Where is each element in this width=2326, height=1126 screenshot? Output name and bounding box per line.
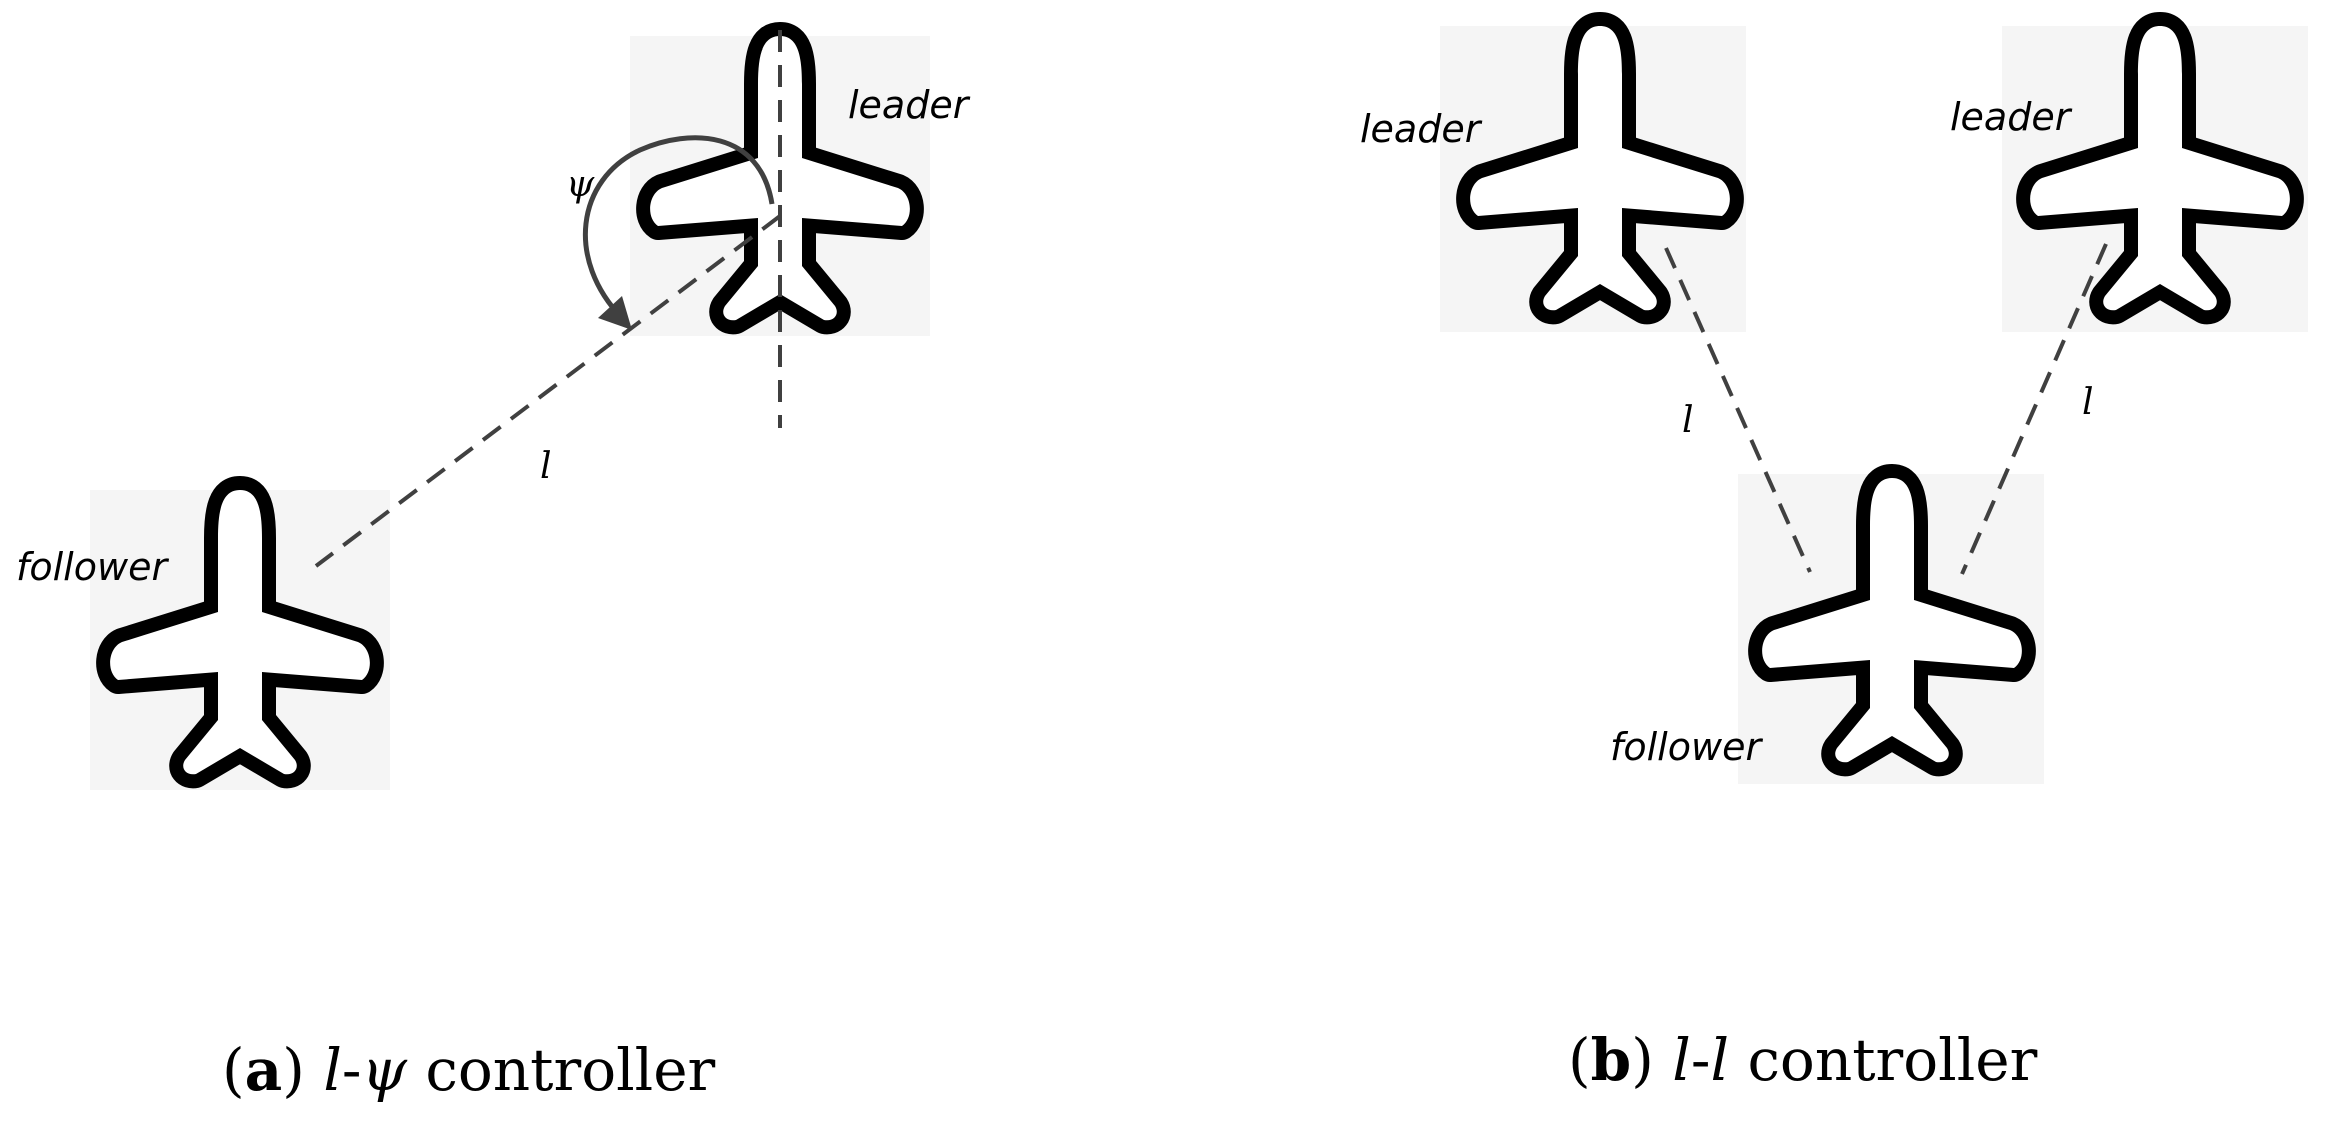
left-distance-label: l xyxy=(1682,400,1694,441)
caption-var2: ψ xyxy=(361,1036,407,1104)
follower-aircraft xyxy=(90,490,390,790)
leader-label: leader xyxy=(848,83,971,127)
follower-label: follower xyxy=(16,545,169,589)
caption-close: ) xyxy=(282,1036,305,1104)
caption-close: ) xyxy=(1631,1026,1654,1094)
left-distance-line xyxy=(1664,247,1812,573)
caption-var1: l xyxy=(323,1036,342,1104)
left-leader-aircraft xyxy=(1440,26,1746,332)
right-leader-label: leader xyxy=(1950,95,2073,139)
caption-var1: l xyxy=(1672,1026,1691,1094)
distance-label: l xyxy=(540,446,552,487)
caption-var2: l xyxy=(1710,1026,1729,1094)
caption-letter: a xyxy=(245,1036,283,1104)
caption-a: (a) l-ψ controller xyxy=(222,1036,716,1104)
right-distance-label: l xyxy=(2082,382,2094,423)
left-leader-label: leader xyxy=(1360,107,1483,151)
caption-text: controller xyxy=(407,1036,716,1104)
angle-arc xyxy=(582,135,775,320)
angle-arrowhead xyxy=(598,296,632,330)
follower-aircraft xyxy=(1738,474,2044,784)
caption-text: controller xyxy=(1729,1026,2038,1094)
right-leader-aircraft xyxy=(2002,26,2308,332)
caption-letter: b xyxy=(1591,1026,1632,1094)
panel-b: leader leader follower l l (b) l-l contr… xyxy=(1360,26,2308,1094)
right-distance-line xyxy=(1960,243,2108,575)
panel-a: leader follower ψ l (a) l-ψ controller xyxy=(16,30,971,1104)
caption-open: ( xyxy=(1568,1026,1591,1094)
caption-open: ( xyxy=(222,1036,245,1104)
caption-dash: - xyxy=(1691,1026,1711,1094)
angle-label: ψ xyxy=(566,164,595,205)
caption-dash: - xyxy=(342,1036,362,1104)
caption-b: (b) l-l controller xyxy=(1568,1026,2038,1094)
distance-line xyxy=(314,214,782,568)
follower-label: follower xyxy=(1610,725,1763,769)
